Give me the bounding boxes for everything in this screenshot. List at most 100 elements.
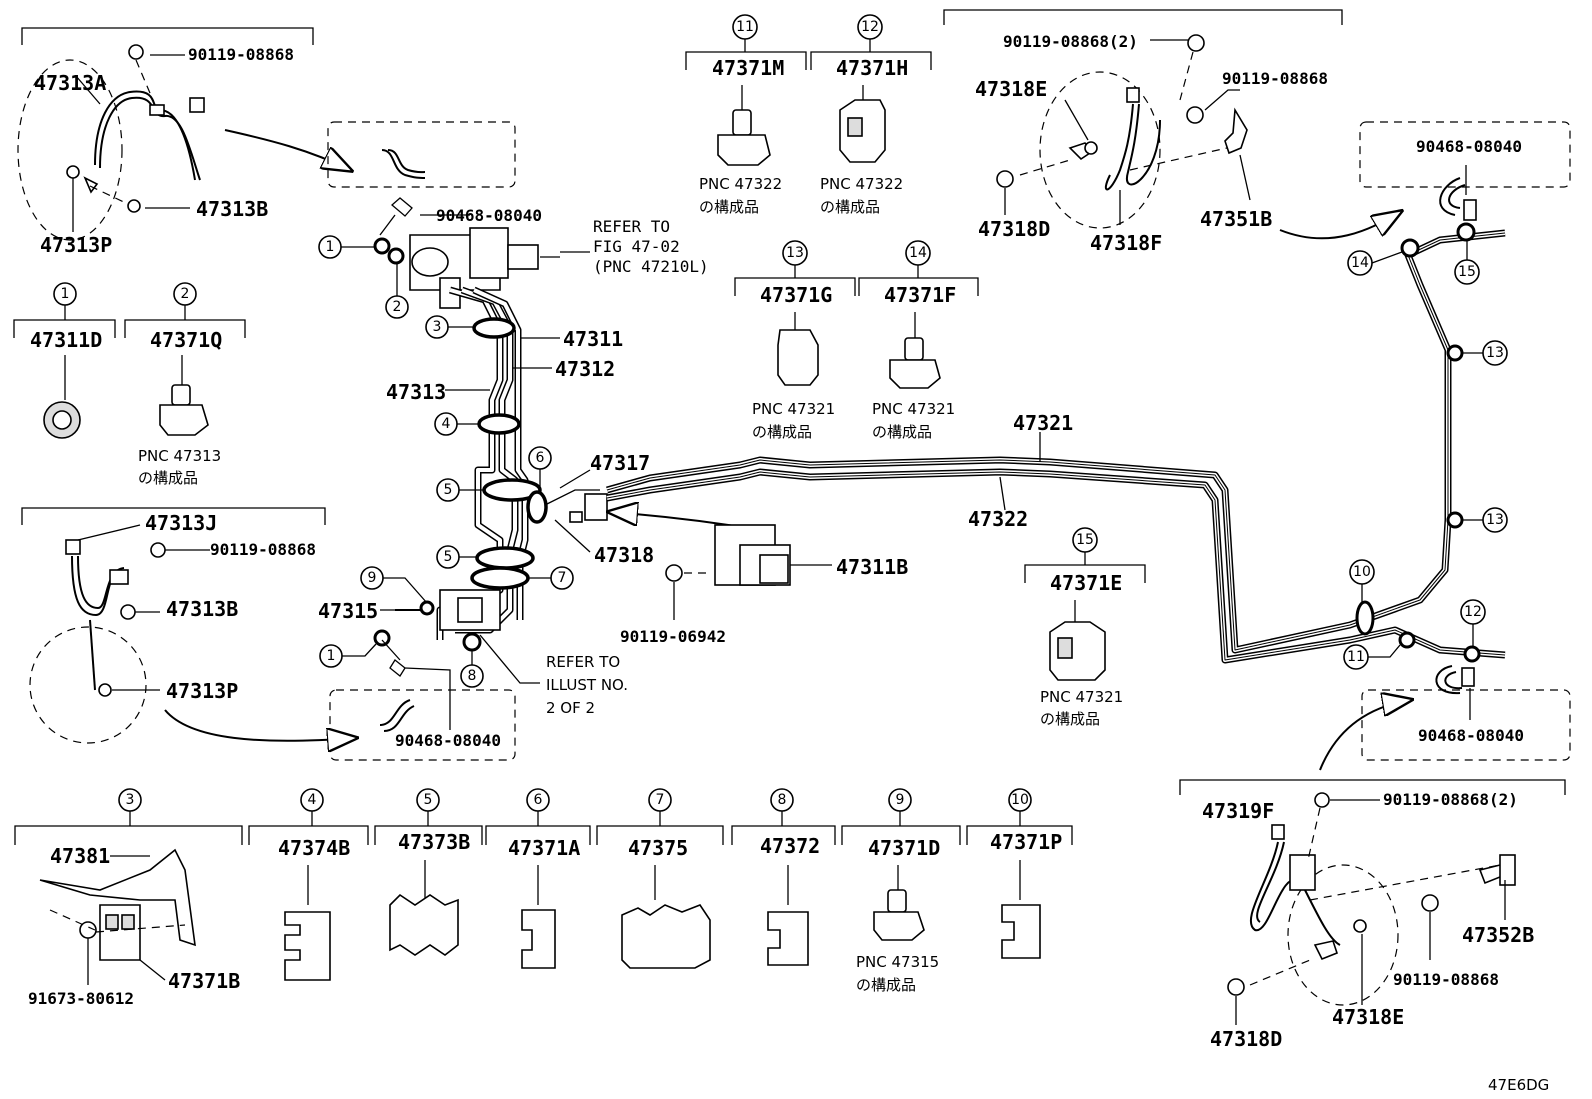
legend-item-5: 5 47373B bbox=[374, 788, 483, 956]
zoom-box-right-top bbox=[1359, 121, 1571, 188]
legend-part: 47371H bbox=[836, 56, 908, 80]
legend-item-6: 6 47371A bbox=[485, 788, 591, 969]
legend-num: 9 bbox=[896, 792, 905, 808]
legend-num: 15 bbox=[1076, 532, 1094, 548]
legend-num: 6 bbox=[534, 792, 543, 808]
svg-text:14: 14 bbox=[1351, 255, 1369, 271]
label-47321: 47321 bbox=[1013, 411, 1073, 435]
svg-text:5: 5 bbox=[444, 482, 453, 498]
legend-item-15: 15 47371E PNC 47321 の構成品 bbox=[1024, 527, 1146, 728]
label-47315: 47315 bbox=[318, 599, 378, 623]
svg-text:5: 5 bbox=[444, 549, 453, 565]
legend-item-9: 9 47371D PNC 47315 の構成品 bbox=[841, 788, 961, 994]
callout-5: 5 bbox=[436, 478, 484, 502]
label-47317: 47317 bbox=[590, 451, 650, 475]
callout-6: 6 bbox=[528, 446, 552, 492]
svg-text:8: 8 bbox=[468, 668, 477, 684]
label-47322: 47322 bbox=[968, 507, 1028, 531]
pipe-47321: 47321 47322 bbox=[606, 222, 1506, 664]
label-90468-08040-bottom: 90468-08040 bbox=[395, 731, 501, 750]
callout-10: 10 bbox=[1349, 559, 1375, 602]
label-90119-08868: 90119-08868 bbox=[188, 45, 294, 64]
legend-part: 47374B bbox=[278, 836, 350, 860]
svg-text:3: 3 bbox=[433, 319, 442, 335]
legend-num: 1 bbox=[61, 286, 70, 302]
legend-num: 4 bbox=[308, 792, 317, 808]
label-91673-80612: 91673-80612 bbox=[28, 989, 134, 1008]
detail-rear-left-hose: 47313J 90119-08868 47313B 47313P bbox=[21, 507, 355, 743]
legend-item-1: 1 47311D bbox=[13, 282, 116, 439]
label-90119-08868-mid: 90119-08868 bbox=[210, 540, 316, 559]
legend-note2: の構成品 bbox=[1040, 710, 1100, 728]
label-47318E-bottom: 47318E bbox=[1332, 1005, 1404, 1029]
svg-text:9: 9 bbox=[368, 570, 377, 586]
detail-rear-right-hose-top: 90119-08868(2) 90119-08868 47318E 47318D… bbox=[943, 9, 1343, 255]
legend-note1: PNC 47322 bbox=[820, 175, 903, 193]
label-47311B: 47311B bbox=[836, 555, 908, 579]
callout-1: 1 bbox=[318, 235, 375, 259]
legend-item-7: 7 47375 bbox=[596, 788, 724, 969]
callout-1b: 1 bbox=[319, 643, 377, 668]
legend-part: 47371E bbox=[1050, 571, 1122, 595]
legend-item-4: 4 47374B bbox=[248, 788, 369, 981]
label-47313B: 47313B bbox=[196, 197, 268, 221]
legend-part: 47311D bbox=[30, 328, 102, 352]
legend-part: 47381 bbox=[50, 844, 110, 868]
legend-note2: の構成品 bbox=[856, 976, 916, 994]
label-47313J: 47313J bbox=[145, 511, 217, 535]
legend-num: 2 bbox=[181, 286, 190, 302]
legend-num: 7 bbox=[656, 792, 665, 808]
legend-num: 13 bbox=[786, 245, 804, 261]
legend-num: 5 bbox=[424, 792, 433, 808]
legend-part: 47371D bbox=[868, 836, 940, 860]
label-47319F: 47319F bbox=[1202, 799, 1274, 823]
legend-note2: の構成品 bbox=[820, 198, 880, 216]
callout-9: 9 bbox=[360, 566, 428, 604]
legend-note1: PNC 47321 bbox=[752, 400, 835, 418]
svg-text:2: 2 bbox=[393, 299, 402, 315]
note-illust-no: ILLUST NO. bbox=[546, 676, 628, 694]
label-47318E-top: 47318E bbox=[975, 77, 1047, 101]
legend-part: 47375 bbox=[628, 836, 688, 860]
legend-part: 47371G bbox=[760, 283, 832, 307]
label-47312: 47312 bbox=[555, 357, 615, 381]
legend-item-8: 8 47372 bbox=[731, 788, 836, 966]
legend-part: 47371M bbox=[712, 56, 784, 80]
legend-item-2: 2 47371Q PNC 47313 の構成品 bbox=[124, 282, 246, 487]
legend-note2: の構成品 bbox=[872, 423, 932, 441]
callout-3: 3 bbox=[425, 315, 474, 339]
legend-part: 47371P bbox=[990, 830, 1062, 854]
callout-7: 7 bbox=[528, 566, 574, 590]
callout-2: 2 bbox=[385, 263, 409, 319]
label-47351B: 47351B bbox=[1200, 207, 1272, 231]
master-cylinder-area: 90468-08040 REFER TO FIG 47-02 (PNC 4721… bbox=[379, 197, 709, 309]
callout-14: 14 bbox=[1347, 250, 1403, 276]
legend-note1: PNC 47313 bbox=[138, 447, 221, 465]
detail-rear-right-hose-bottom: 90119-08868(2) 47319F 47352B 90119-08868… bbox=[1179, 779, 1566, 1051]
legend-item-13: 13 47371G PNC 47321 の構成品 bbox=[734, 240, 856, 441]
svg-text:6: 6 bbox=[536, 450, 545, 466]
legend-note1: PNC 47322 bbox=[699, 175, 782, 193]
label-47313: 47313 bbox=[386, 380, 446, 404]
legend-num: 3 bbox=[126, 792, 135, 808]
legend-part: 47371A bbox=[508, 836, 580, 860]
legend-num: 14 bbox=[909, 245, 927, 261]
legend-note2: の構成品 bbox=[699, 198, 759, 216]
legend-item-10: 10 47371P bbox=[966, 788, 1073, 959]
label-90119-08868-right: 90119-08868 bbox=[1222, 69, 1328, 88]
callout-4: 4 bbox=[434, 412, 479, 436]
label-47313P: 47313P bbox=[40, 233, 112, 257]
label-90468-08040-right-top: 90468-08040 bbox=[1416, 137, 1522, 156]
zoom-box-right-bottom bbox=[1361, 689, 1571, 761]
note-pnc-47210l: (PNC 47210L) bbox=[593, 257, 709, 276]
label-90119-08868-2-bottom: 90119-08868(2) bbox=[1383, 790, 1518, 809]
legend-num: 8 bbox=[778, 792, 787, 808]
legend-num: 11 bbox=[736, 19, 754, 35]
svg-text:15: 15 bbox=[1458, 264, 1476, 280]
label-47313A: 47313A bbox=[34, 71, 106, 95]
callout-5b: 5 bbox=[436, 545, 477, 569]
legend-part: 47373B bbox=[398, 830, 470, 854]
legend-item-11: 11 47371M PNC 47322 の構成品 bbox=[685, 14, 807, 216]
svg-text:7: 7 bbox=[558, 570, 567, 586]
